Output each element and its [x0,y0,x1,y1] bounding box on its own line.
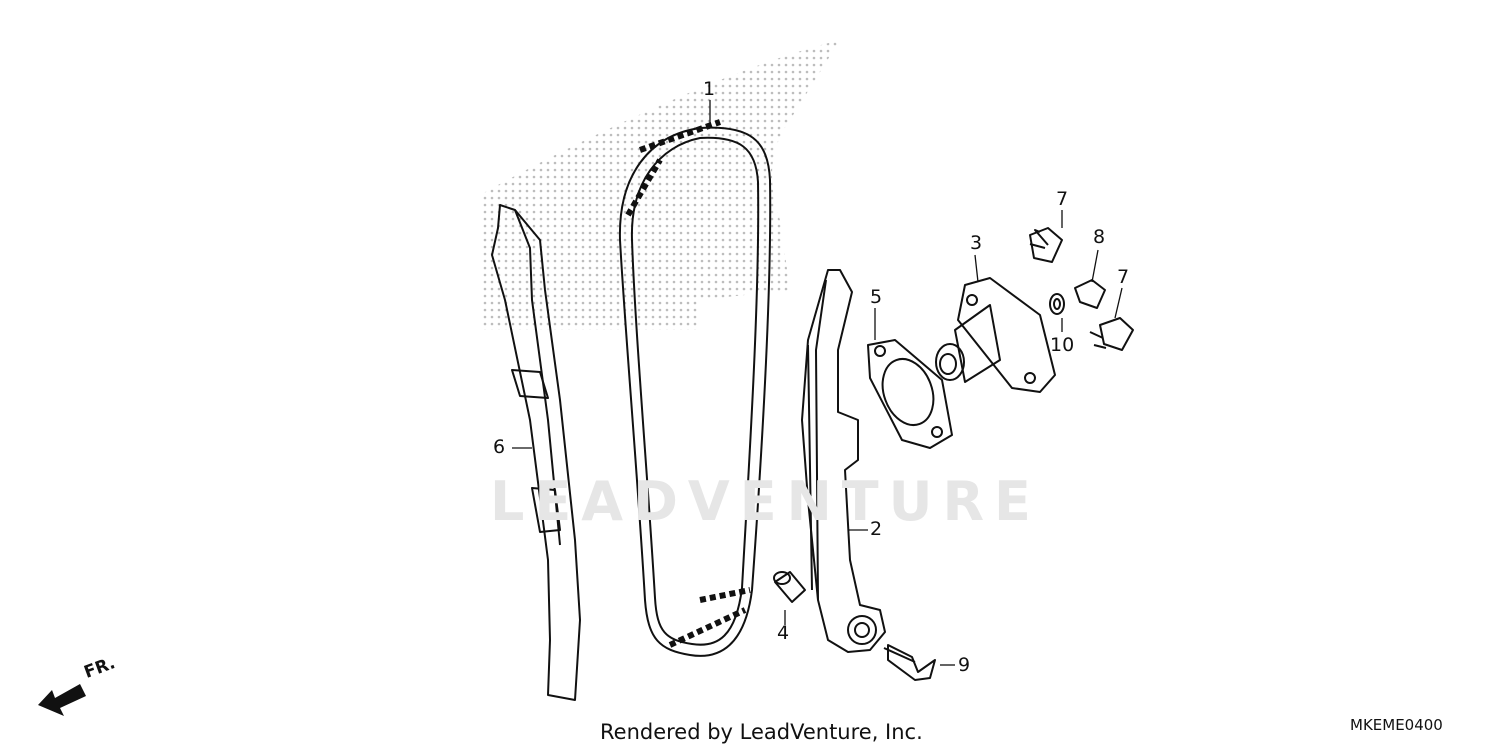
callout-8: 8 [1093,226,1106,248]
tensioner-gasket[interactable] [867,339,953,449]
brand-logo-dots [480,40,840,330]
washer[interactable] [1049,293,1065,315]
bolt-lower[interactable] [1089,317,1134,351]
bolt-8[interactable] [1074,279,1106,309]
leadventure-watermark: LEADVENTURE [490,470,1041,533]
diagram-code: MKEME0400 [1350,716,1443,734]
cam-chain-tensioner-arm[interactable] [801,269,886,653]
cam-chain[interactable] [618,119,772,657]
callout-4: 4 [777,622,790,644]
dowel-pin[interactable] [773,571,806,603]
callout-6: 6 [493,436,506,458]
front-direction-arrow [38,684,86,716]
callout-9: 9 [958,654,971,676]
callout-7-lower: 7 [1117,266,1130,288]
footer-credit: Rendered by LeadVenture, Inc. [600,720,923,744]
callout-2: 2 [870,518,883,540]
bolt-upper[interactable] [1029,227,1063,263]
callout-3: 3 [970,232,983,254]
callout-10: 10 [1050,334,1075,356]
cam-chain-tensioner-lifter[interactable] [935,277,1056,393]
bolt-9[interactable] [883,644,936,681]
leader-lines [512,100,1123,666]
callout-7-upper: 7 [1056,188,1069,210]
cam-chain-guide[interactable] [491,204,581,701]
callout-5: 5 [870,286,883,308]
callout-1: 1 [703,78,716,100]
